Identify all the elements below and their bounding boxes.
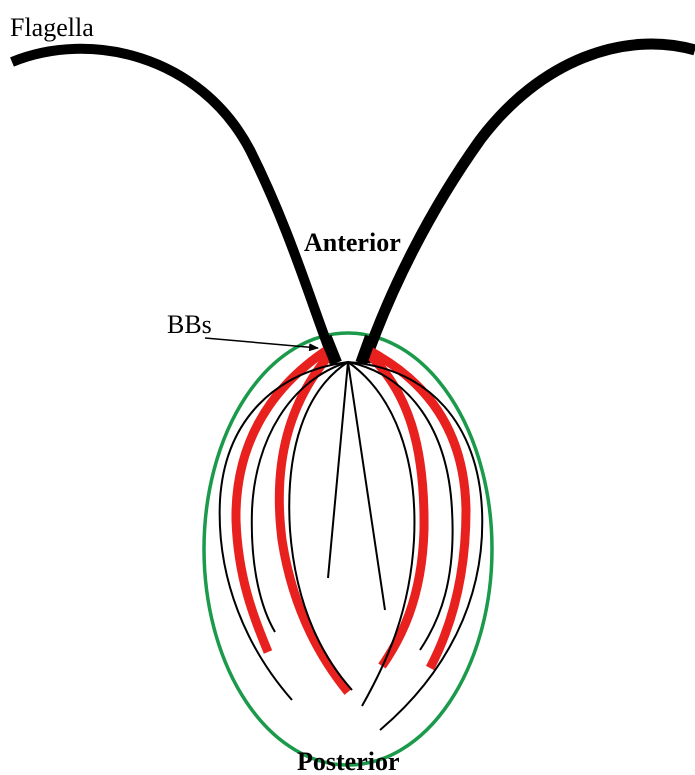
posterior-label: Posterior [297, 747, 400, 775]
cell-outline [204, 333, 492, 765]
black-fiber-4 [328, 362, 348, 578]
bbs-label: BBs [167, 310, 212, 339]
black-fiber-5 [348, 362, 385, 610]
flagellum-right [365, 44, 695, 362]
flagella-label: Flagella [10, 13, 94, 42]
anterior-label: Anterior [304, 228, 401, 257]
